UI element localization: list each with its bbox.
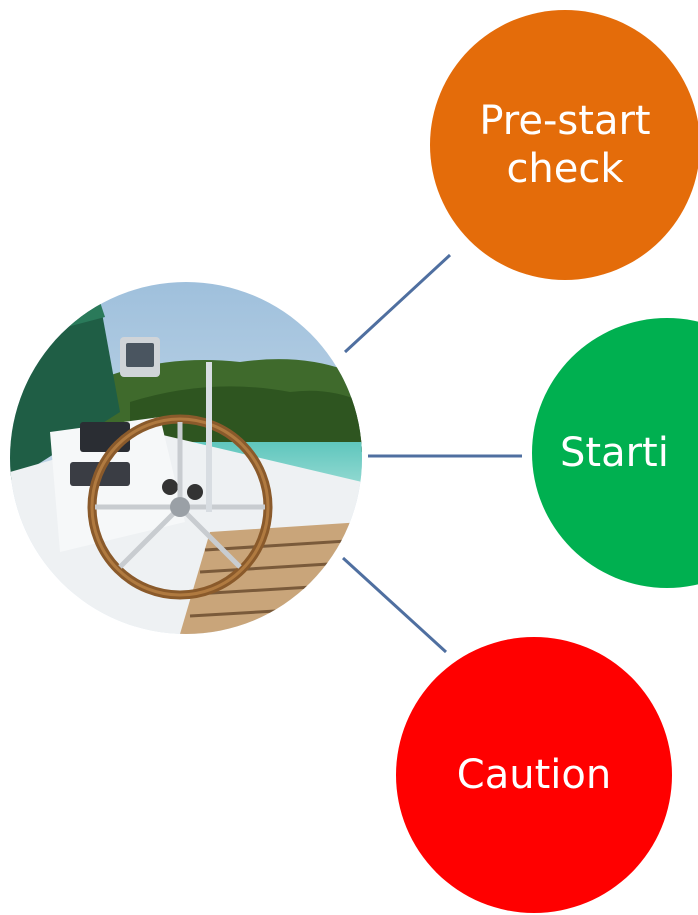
caution-label: Caution xyxy=(456,752,612,798)
starting-label: Starti xyxy=(560,430,669,476)
caution-node: Caution xyxy=(396,637,672,913)
hub-photo xyxy=(10,282,362,634)
boat-helm-image xyxy=(10,282,362,634)
connector-caution xyxy=(341,556,448,654)
prestart-check-label: Pre-start check xyxy=(479,98,651,192)
prestart-check-node: Pre-start check xyxy=(430,10,698,280)
connector-prestart xyxy=(343,253,452,354)
